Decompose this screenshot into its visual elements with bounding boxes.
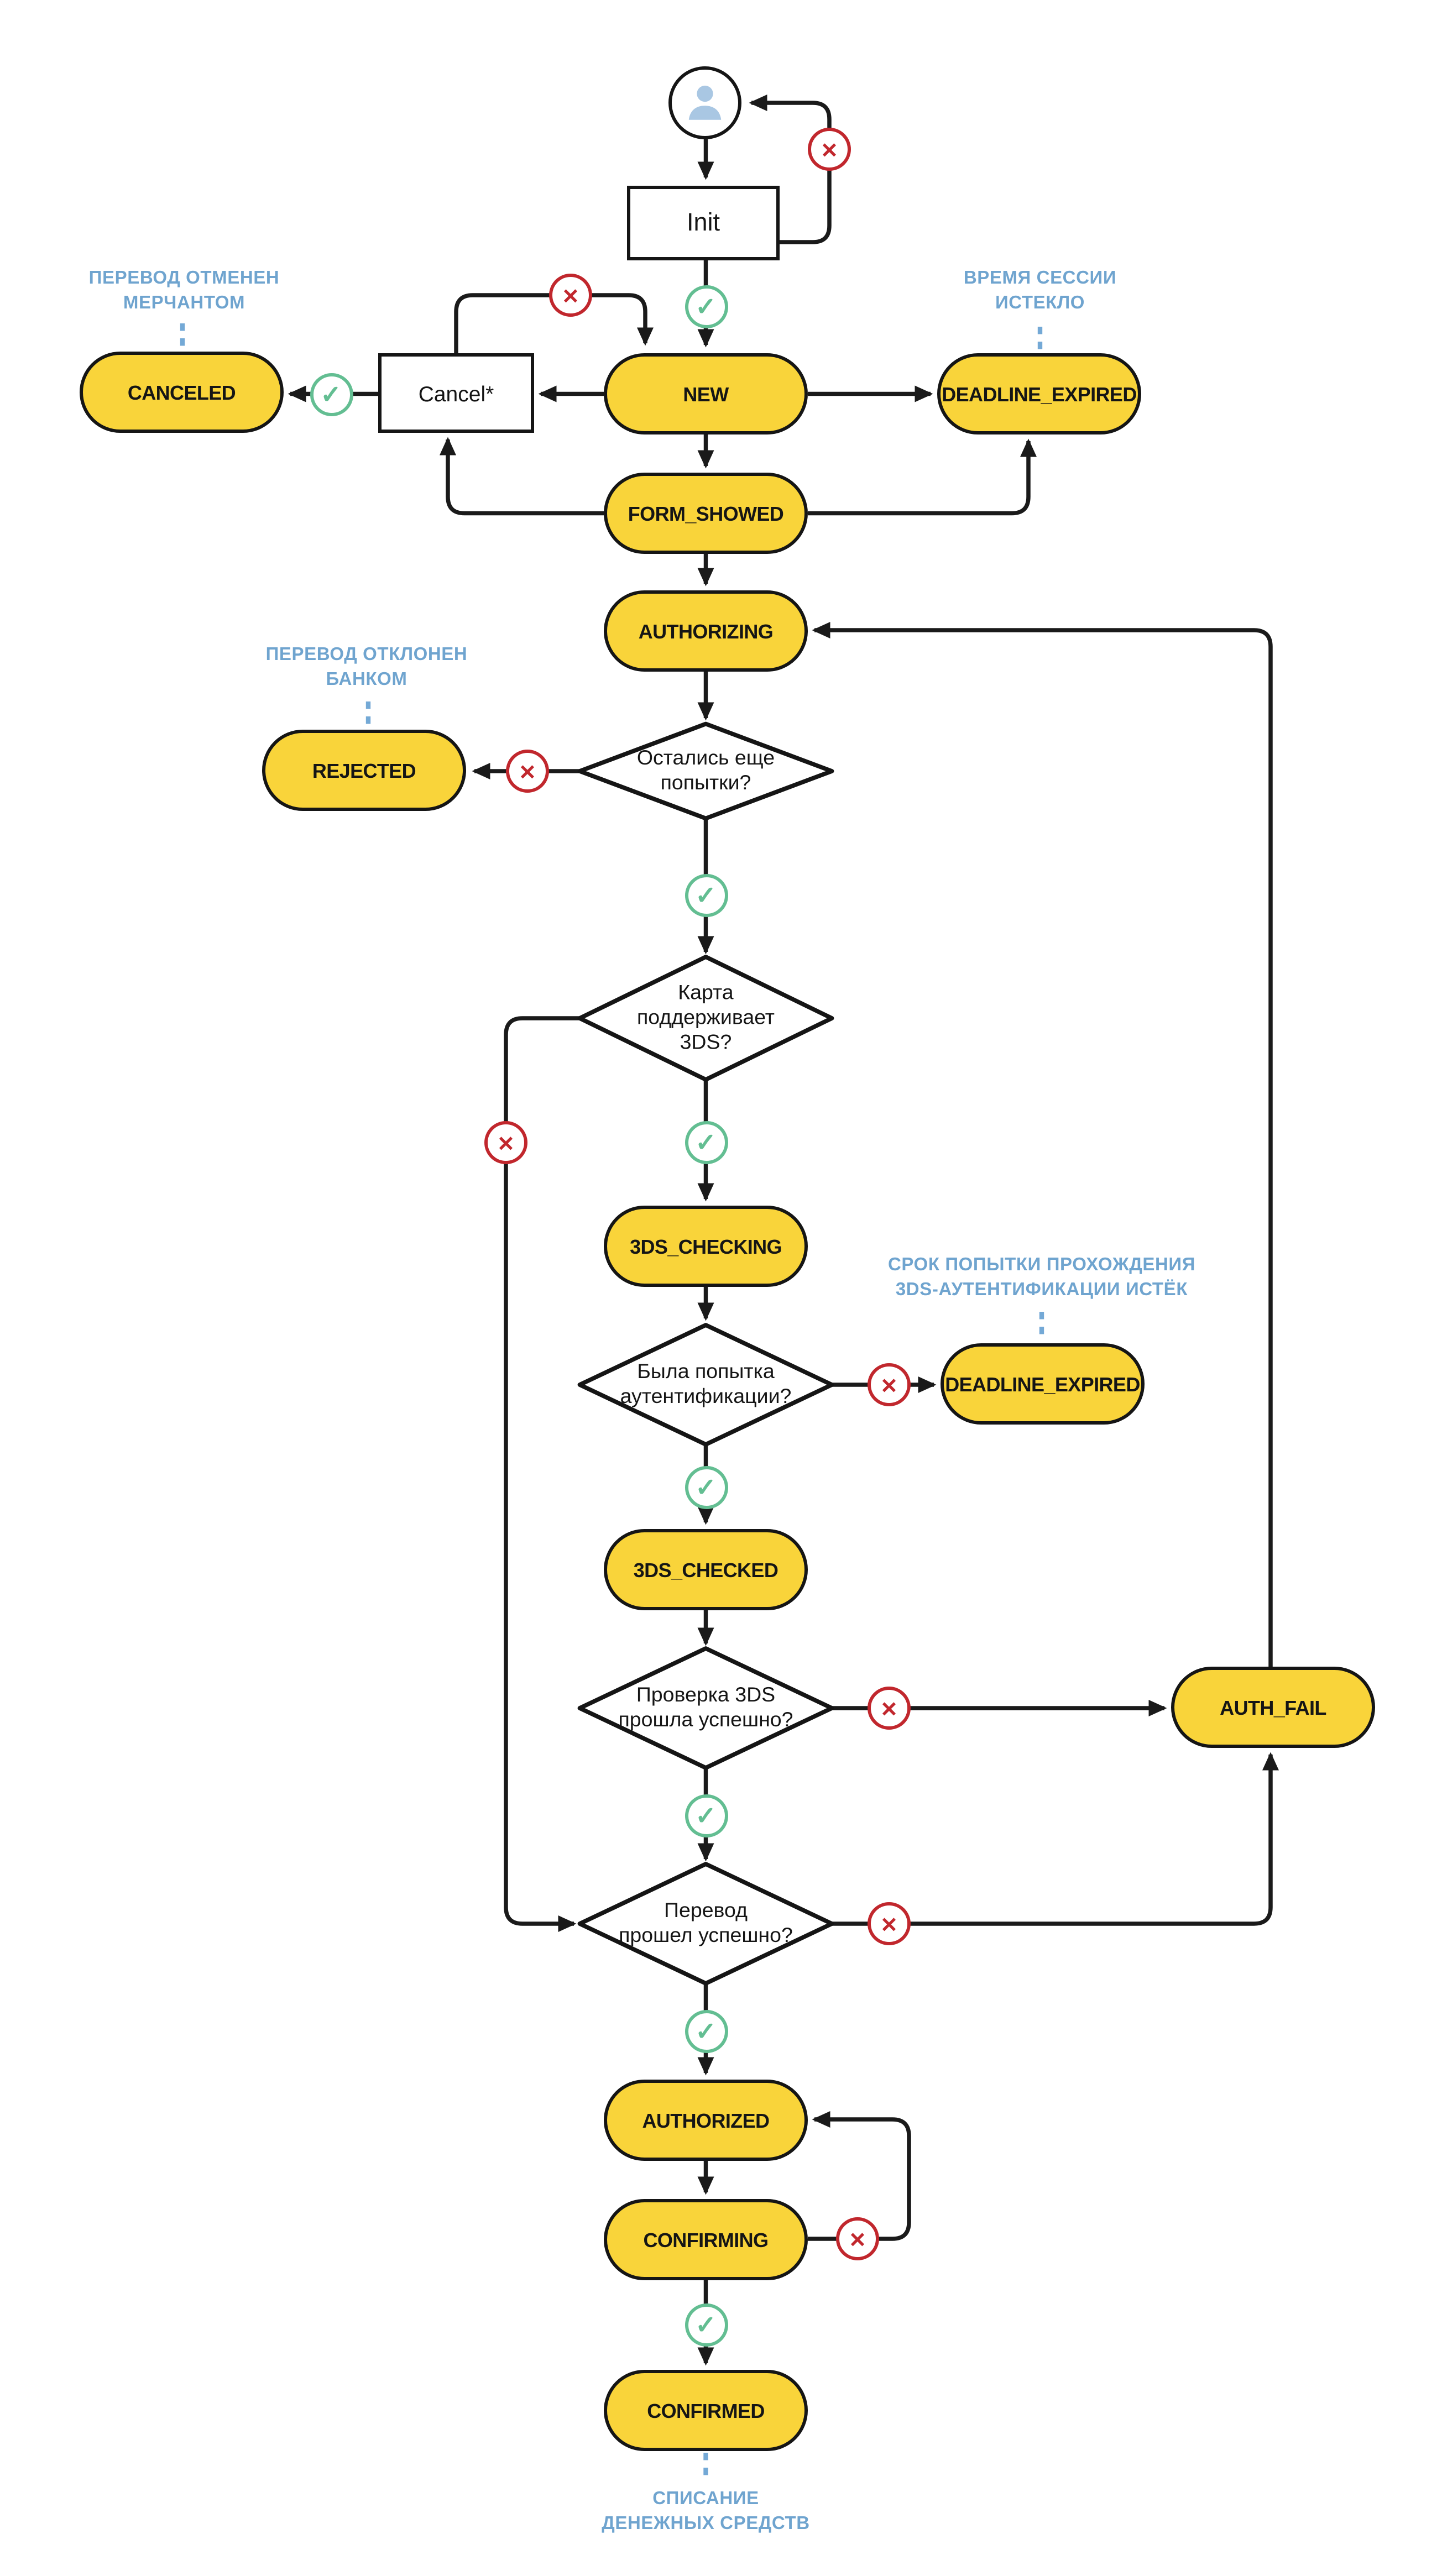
decision-card-supports-3ds-label: Карта поддерживает 3DS? <box>637 981 775 1054</box>
state-rejected: REJECTED <box>262 730 466 811</box>
fail-icon-authattempt: ✕ <box>868 1363 911 1406</box>
edge-init-fail-to-user <box>749 95 832 244</box>
success-icon-authattempt: ✓ <box>684 1466 728 1509</box>
edge-transfer-fail-to-authfail <box>832 1752 1279 1926</box>
success-icon-cancel-canceled: ✓ <box>309 372 353 416</box>
decision-transfer-success-label: Перевод прошел успешно? <box>619 1899 793 1947</box>
state-auth-fail: AUTH_FAIL <box>1171 1667 1375 1748</box>
state-deadline-expired: DEADLINE_EXPIRED <box>937 353 1141 434</box>
state-confirmed: CONFIRMED <box>604 2370 808 2451</box>
fail-icon-init-loop: ✕ <box>808 128 851 171</box>
edge-confirming-fail-to-authorized <box>807 2111 911 2241</box>
edge-card3ds-fail-to-transfer <box>504 1016 580 1932</box>
fail-icon-cancel-new: ✕ <box>549 274 592 317</box>
success-icon-attempts: ✓ <box>684 874 728 917</box>
fail-icon-card3ds: ✕ <box>484 1121 527 1164</box>
state-confirming: CONFIRMING <box>604 2199 808 2280</box>
annotation-tds-deadline: СРОК ПОПЫТКИ ПРОХОЖДЕНИЯ 3DS-АУТЕНТИФИКА… <box>887 1255 1196 1300</box>
decision-attempts-left-shape <box>577 721 834 821</box>
user-icon <box>688 85 722 120</box>
state-cancel: Cancel* <box>378 353 534 433</box>
fail-icon-tdscheck: ✕ <box>868 1687 911 1730</box>
decision-auth-attempt-label: Была попытка аутентификации? <box>620 1360 792 1408</box>
annotation-rejected: ПЕРЕВОД ОТКЛОНЕН БАНКОМ <box>265 645 468 689</box>
state-form-showed: FORM_SHOWED <box>604 473 808 554</box>
decision-attempts-left-label: Остались еще попытки? <box>636 746 775 794</box>
success-icon-tdscheck: ✓ <box>684 1794 728 1837</box>
state-3ds-checked: 3DS_CHECKED <box>604 1529 808 1610</box>
annotation-funds-debit: СПИСАНИЕ ДЕНЕЖНЫХ СРЕДСТВ <box>602 2489 810 2533</box>
success-icon-transfer: ✓ <box>684 2010 728 2053</box>
decision-auth-attempt-shape <box>577 1323 834 1447</box>
decision-transfer-success-shape <box>577 1862 834 1986</box>
edge-formshowed-to-deadline <box>807 438 1037 516</box>
success-icon-confirming: ✓ <box>684 2303 728 2347</box>
fail-icon-confirming: ✕ <box>836 2217 879 2260</box>
decision-tds-passed-shape <box>577 1646 834 1770</box>
state-authorized: AUTHORIZED <box>604 2080 808 2161</box>
user-actor <box>668 66 741 139</box>
state-deadline-expired-2: DEADLINE_EXPIRED <box>941 1343 1145 1425</box>
decision-card-supports-3ds-shape <box>577 955 834 1082</box>
edge-formshowed-to-cancel <box>439 437 604 516</box>
success-icon-card3ds: ✓ <box>684 1121 728 1164</box>
fail-icon-attempts-rejected: ✕ <box>506 750 549 793</box>
decision-tds-passed-label: Проверка 3DS прошла успешно? <box>618 1683 793 1731</box>
state-3ds-checking: 3DS_CHECKING <box>604 1206 808 1287</box>
success-icon-init-new: ✓ <box>684 285 728 328</box>
annotation-canceled: ПЕРЕВОД ОТМЕНЕН МЕРЧАНТОМ <box>88 269 280 313</box>
annotation-session-expired: ВРЕМЯ СЕССИИ ИСТЕКЛО <box>963 269 1117 313</box>
edge-authfail-to-authorizing <box>812 621 1273 1667</box>
state-authorizing: AUTHORIZING <box>604 590 808 672</box>
fail-icon-transfer: ✕ <box>868 1902 911 1945</box>
state-canceled: CANCELED <box>80 352 284 433</box>
state-init: Init <box>627 186 780 260</box>
state-new: NEW <box>604 353 808 434</box>
